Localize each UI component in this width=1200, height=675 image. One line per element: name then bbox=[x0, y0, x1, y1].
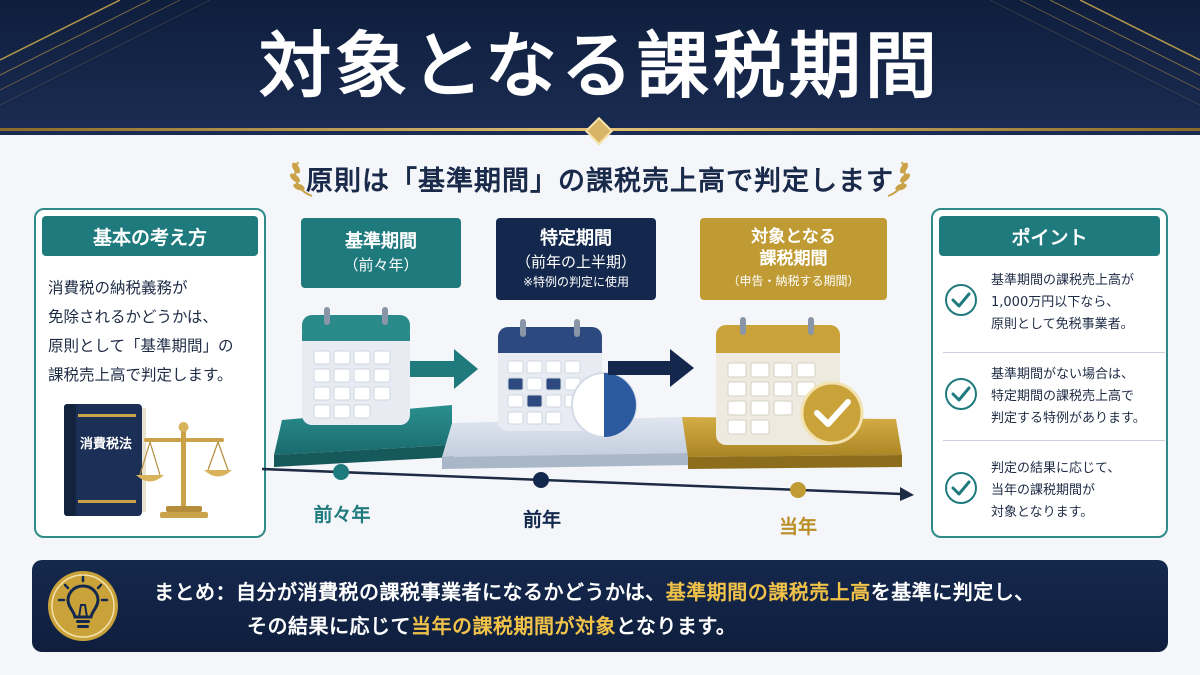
point-text: 基準期間の課税売上高が 1,000万円以下なら、 原則として免税事業者。 bbox=[991, 270, 1166, 336]
point-line: 判定する特例があります。 bbox=[991, 411, 1146, 426]
timeline-label-this-year: 当年 bbox=[778, 516, 817, 538]
subtitle-text: 原則は「基準期間」の課税売上高で判定します bbox=[306, 165, 894, 197]
points-panel: ポイント 基準期間の課税売上高が 1,000万円以下なら、 原則として免税事業者… bbox=[931, 208, 1168, 538]
point-item: 基準期間がない場合は、 特定期間の課税売上高で 判定する特例があります。 bbox=[943, 364, 1163, 452]
scales-of-justice-icon bbox=[136, 422, 232, 518]
period-illustration bbox=[274, 307, 902, 469]
specific-period-note: ※特例の判定に使用 bbox=[522, 275, 630, 289]
point-line: 特定期間の課税売上高で bbox=[991, 389, 1135, 404]
summary-line-2: その結果に応じて当年の課税期間が対象となります。 bbox=[247, 610, 736, 639]
point-line: 対象となります。 bbox=[991, 505, 1094, 520]
point-text: 判定の結果に応じて、 当年の課税期間が 対象となります。 bbox=[991, 458, 1166, 524]
calendar-base-period-icon bbox=[302, 307, 410, 425]
point-line: 基準期間の課税売上高が bbox=[991, 273, 1135, 288]
base-period-box: 基準期間 （前々年） bbox=[301, 218, 461, 288]
summary-text: 自分が消費税の課税事業者になるかどうかは、 bbox=[236, 580, 666, 604]
timeline-dot-prev bbox=[533, 472, 549, 488]
laurel-right-icon bbox=[887, 161, 910, 197]
point-item: 判定の結果に応じて、 当年の課税期間が 対象となります。 bbox=[943, 458, 1163, 546]
summary-bar: まとめ：自分が消費税の課税事業者になるかどうかは、基準期間の課税売上高を基準に判… bbox=[32, 560, 1168, 652]
basic-concept-line: 課税売上高で判定します。 bbox=[48, 366, 233, 384]
target-period-title-line1: 対象となる bbox=[751, 227, 836, 247]
summary-label: まとめ： bbox=[154, 580, 236, 604]
point-line: 1,000万円以下なら、 bbox=[991, 295, 1120, 310]
header-banner: 対象となる課税期間 bbox=[0, 0, 1200, 135]
basic-concept-panel: 基本の考え方 消費税の納税義務が 免除されるかどうかは、 原則として「基準期間」… bbox=[34, 208, 266, 538]
page-title: 対象となる課税期間 bbox=[259, 23, 941, 108]
point-line: 判定の結果に応じて、 bbox=[991, 461, 1121, 476]
base-period-sub: （前々年） bbox=[343, 256, 419, 274]
basic-concept-heading: 基本の考え方 bbox=[42, 216, 258, 256]
basic-concept-text: 消費税の納税義務が 免除されるかどうかは、 原則として「基準期間」の 課税売上高… bbox=[48, 274, 262, 390]
specific-period-title: 特定期間 bbox=[540, 228, 612, 249]
arrow-right-icon-1 bbox=[410, 349, 478, 389]
point-text: 基準期間がない場合は、 特定期間の課税売上高で 判定する特例があります。 bbox=[991, 364, 1166, 430]
basic-concept-line: 原則として「基準期間」の bbox=[48, 337, 234, 355]
timeline-label-two-years-ago: 前々年 bbox=[313, 504, 371, 526]
check-icon bbox=[945, 284, 977, 316]
point-line: 原則として免税事業者。 bbox=[991, 317, 1134, 332]
check-icon bbox=[945, 378, 977, 410]
timeline bbox=[262, 464, 914, 501]
target-period-box: 対象となる 課税期間 （申告・納税する期間） bbox=[700, 218, 887, 300]
header-decoration-left bbox=[0, 0, 211, 106]
book-label: 消費税法 bbox=[80, 436, 132, 452]
check-icon bbox=[945, 472, 977, 504]
calendar-specific-period-icon bbox=[498, 319, 637, 438]
specific-period-sub: （前年の上半期） bbox=[515, 253, 636, 271]
lightbulb-icon bbox=[48, 571, 118, 641]
summary-highlight: 基準期間の課税売上高 bbox=[665, 580, 871, 604]
laurel-left-icon bbox=[290, 161, 313, 197]
target-period-title-line2: 課税期間 bbox=[759, 249, 828, 269]
summary-text: を基準に判定し、 bbox=[870, 580, 1035, 604]
target-period-sub: （申告・納税する期間） bbox=[727, 274, 860, 288]
points-heading: ポイント bbox=[939, 216, 1160, 256]
point-item: 基準期間の課税売上高が 1,000万円以下なら、 原則として免税事業者。 bbox=[943, 270, 1163, 358]
calendar-target-period-icon bbox=[716, 317, 864, 445]
basic-concept-line: 消費税の納税義務が bbox=[48, 279, 188, 297]
summary-text: となります。 bbox=[616, 614, 737, 638]
summary-text: その結果に応じて bbox=[247, 614, 411, 638]
tax-law-book-icon: 消費税法 bbox=[64, 404, 146, 516]
summary-highlight: 当年の課税期間が対象 bbox=[411, 614, 616, 638]
header-decoration-right bbox=[989, 0, 1200, 106]
point-line: 当年の課税期間が bbox=[991, 483, 1096, 498]
point-line: 基準期間がない場合は、 bbox=[991, 367, 1135, 382]
summary-line-1: まとめ：自分が消費税の課税事業者になるかどうかは、基準期間の課税売上高を基準に判… bbox=[154, 576, 1035, 605]
timeline-dot-current bbox=[790, 482, 806, 498]
basic-concept-line: 免除されるかどうかは、 bbox=[48, 308, 218, 326]
subtitle-bar: 原則は「基準期間」の課税売上高で判定します bbox=[280, 156, 920, 200]
points-divider bbox=[943, 352, 1165, 353]
points-divider bbox=[943, 440, 1165, 441]
timeline-dot-base bbox=[333, 464, 349, 480]
base-period-title: 基準期間 bbox=[345, 231, 417, 252]
timeline-label-last-year: 前年 bbox=[522, 509, 561, 531]
specific-period-box: 特定期間 （前年の上半期） ※特例の判定に使用 bbox=[496, 218, 656, 300]
points-list: 基準期間の課税売上高が 1,000万円以下なら、 原則として免税事業者。 基準期… bbox=[943, 270, 1165, 546]
arrow-right-icon-2 bbox=[608, 349, 694, 387]
